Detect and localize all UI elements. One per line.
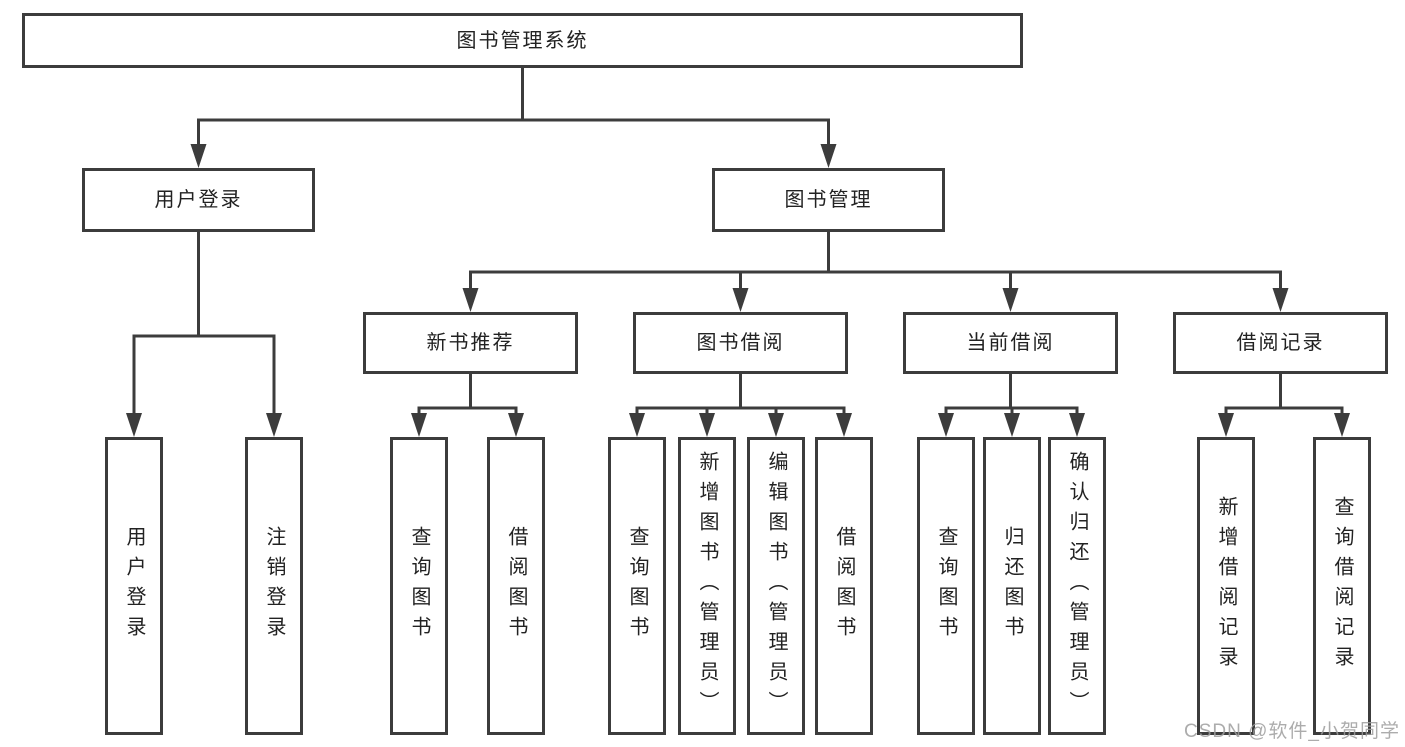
node-label: 确认归还（管理员）: [1066, 451, 1088, 721]
node-label: 图书管理系统: [456, 29, 589, 52]
node-current-borrow: 当前借阅: [903, 312, 1118, 374]
leaf-add-borrow-record: 新增借阅记录: [1197, 437, 1255, 735]
leaf-borrow-books-1: 借阅图书: [487, 437, 545, 735]
arrowheads: [126, 144, 1350, 437]
node-label: 编辑图书（管理员）: [765, 451, 787, 721]
arrowhead-down-icon: [1218, 413, 1234, 437]
node-label: 借阅图书: [833, 526, 855, 646]
node-label: 查询图书: [626, 526, 648, 646]
node-label: 当前借阅: [966, 332, 1055, 354]
node-label: 新书推荐: [426, 332, 515, 354]
watermark: CSDN @软件_小贺同学: [1184, 721, 1400, 742]
node-label: 借阅图书: [505, 526, 527, 646]
arrowhead-down-icon: [699, 413, 715, 437]
node-label: 图书借阅: [696, 332, 785, 354]
node-label: 归还图书: [1001, 526, 1023, 646]
leaf-return-book: 归还图书: [983, 437, 1041, 735]
node-user-login: 用户登录: [82, 168, 315, 232]
node-borrow-records: 借阅记录: [1173, 312, 1388, 374]
arrowhead-down-icon: [820, 144, 837, 168]
node-label: 查询借阅记录: [1331, 496, 1353, 676]
arrowhead-down-icon: [411, 413, 427, 437]
arrowhead-down-icon: [1004, 413, 1020, 437]
node-label: 查询图书: [408, 526, 430, 646]
leaf-confirm-return-admin: 确认归还（管理员）: [1048, 437, 1106, 735]
leaf-user-login: 用户登录: [105, 437, 163, 735]
arrowhead-down-icon: [836, 413, 852, 437]
leaf-query-books-1: 查询图书: [390, 437, 448, 735]
arrowhead-down-icon: [126, 413, 142, 437]
node-book-management: 图书管理: [712, 168, 945, 232]
node-book-borrow: 图书借阅: [633, 312, 848, 374]
node-label: 新增图书（管理员）: [696, 451, 718, 721]
arrowhead-down-icon: [732, 288, 749, 312]
arrowhead-down-icon: [462, 288, 479, 312]
node-new-book-recommend: 新书推荐: [363, 312, 578, 374]
arrowhead-down-icon: [768, 413, 784, 437]
node-label: 查询图书: [935, 526, 957, 646]
arrowhead-down-icon: [266, 413, 282, 437]
arrowhead-down-icon: [190, 144, 207, 168]
node-label: 借阅记录: [1236, 332, 1325, 354]
arrowhead-down-icon: [1334, 413, 1350, 437]
arrowhead-down-icon: [938, 413, 954, 437]
node-label: 用户登录: [154, 189, 243, 211]
leaf-borrow-books-2: 借阅图书: [815, 437, 873, 735]
arrowhead-down-icon: [1069, 413, 1085, 437]
leaf-query-books-3: 查询图书: [917, 437, 975, 735]
leaf-add-book-admin: 新增图书（管理员）: [678, 437, 736, 735]
arrowhead-down-icon: [629, 413, 645, 437]
arrowhead-down-icon: [508, 413, 524, 437]
leaf-query-borrow-record: 查询借阅记录: [1313, 437, 1371, 735]
node-label: 图书管理: [784, 189, 873, 211]
node-label: 新增借阅记录: [1215, 496, 1237, 676]
leaf-edit-book-admin: 编辑图书（管理员）: [747, 437, 805, 735]
node-library-management-system: 图书管理系统: [22, 13, 1023, 68]
leaf-logout: 注销登录: [245, 437, 303, 735]
leaf-query-books-2: 查询图书: [608, 437, 666, 735]
node-label: 注销登录: [263, 526, 285, 646]
node-label: 用户登录: [123, 526, 145, 646]
arrowhead-down-icon: [1272, 288, 1289, 312]
arrowhead-down-icon: [1002, 288, 1019, 312]
